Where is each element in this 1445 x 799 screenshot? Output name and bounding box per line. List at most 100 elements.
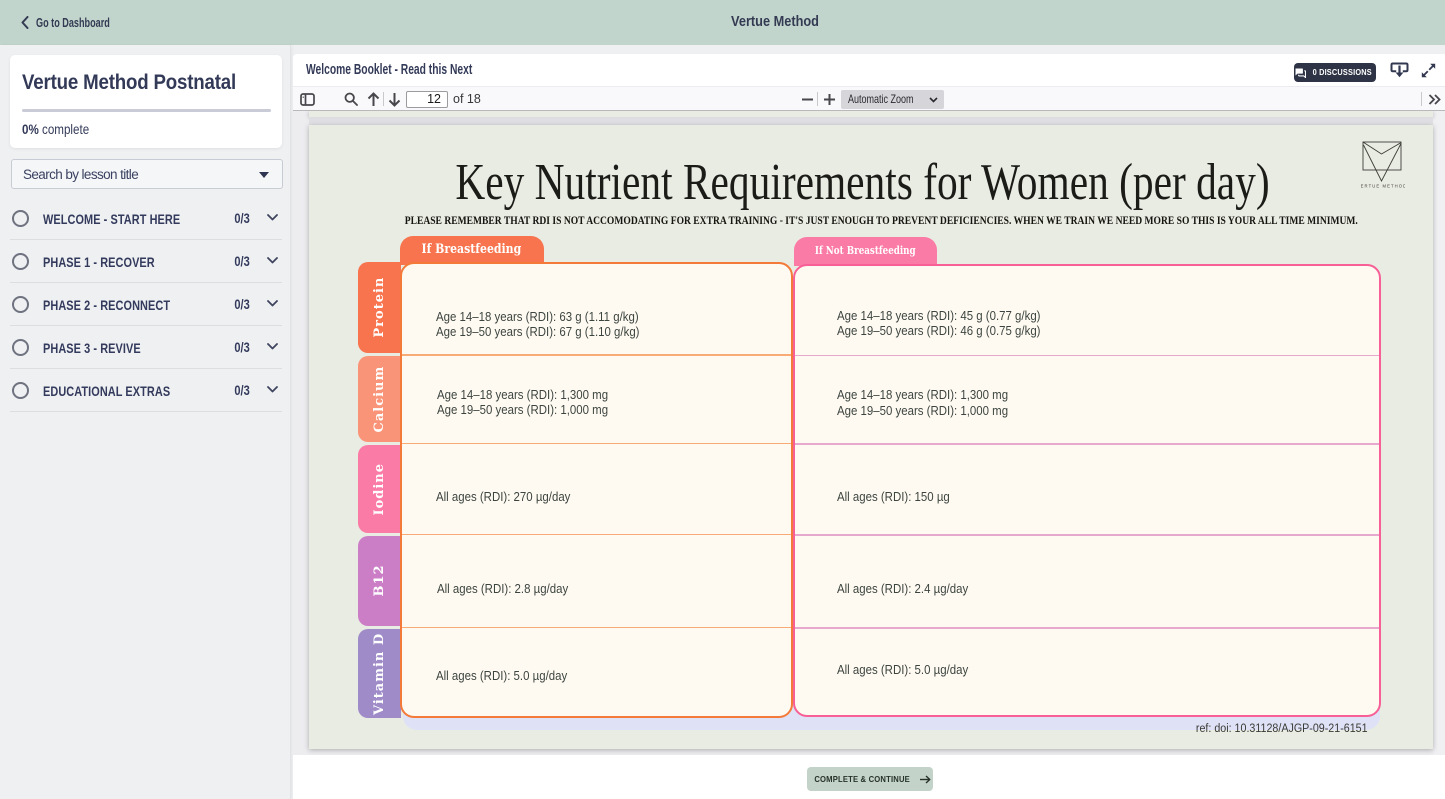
section-progress-circle <box>12 210 29 227</box>
pdf-sidebar-toggle-button[interactable] <box>299 87 315 111</box>
row-separator <box>795 627 1379 629</box>
lesson-title: Welcome Booklet - Read this Next <box>306 62 473 78</box>
section-progress-circle <box>12 296 29 313</box>
download-icon <box>1390 62 1408 77</box>
progress-bar <box>22 109 271 112</box>
zoom-select-value: Automatic Zoom <box>848 92 914 106</box>
section-count: 0/3 <box>234 211 250 226</box>
forum-icon <box>1295 68 1307 78</box>
sidebar-section-educational-extras[interactable]: EDUCATIONAL EXTRAS 0/3 <box>0 369 291 412</box>
row-separator <box>795 443 1379 445</box>
cell-vitamin-d-breastfeeding: All ages (RDI): 5.0 µg/day <box>436 667 568 683</box>
toolbar-divider <box>1421 92 1422 106</box>
sidebar-section-phase-3-revive[interactable]: PHASE 3 - REVIVE 0/3 <box>0 326 291 369</box>
arrow-up-icon <box>367 91 379 106</box>
section-count: 0/3 <box>234 254 250 269</box>
pdf-scrollbar[interactable] <box>1433 111 1445 755</box>
zoom-out-button[interactable] <box>799 87 815 111</box>
progress-text: 0% complete <box>22 121 90 137</box>
lesson-search-box[interactable] <box>11 159 283 189</box>
pdf-tools-button[interactable] <box>1426 87 1442 111</box>
row-separator <box>795 354 1379 356</box>
section-count: 0/3 <box>234 383 250 398</box>
cell-iodine-not-breastfeeding: All ages (RDI): 150 µg <box>837 489 950 504</box>
discussions-button[interactable]: 0 DISCUSSIONS <box>1293 63 1376 82</box>
vertue-method-logo: VERTUE METHOD <box>1361 141 1405 188</box>
zoom-in-button[interactable] <box>821 87 837 111</box>
back-chevron-icon <box>21 16 29 29</box>
cell-b12-breastfeeding: All ages (RDI): 2.8 µg/day <box>436 580 568 596</box>
lesson-header: Welcome Booklet - Read this Next 0 DISCU… <box>293 54 1445 87</box>
go-to-dashboard-link[interactable]: Go to Dashboard <box>21 0 141 45</box>
pdf-page: Key Nutrient Requirements for Women (per… <box>308 124 1433 749</box>
breastfeeding-column: Age 14–18 years (RDI): 63 g (1.11 g/kg)A… <box>400 262 793 718</box>
arrow-down-icon <box>388 92 400 107</box>
cell-iodine-breastfeeding: All ages (RDI): 270 µg/day <box>436 488 571 504</box>
section-progress-circle <box>12 339 29 356</box>
pdf-previous-page-edge <box>308 111 1433 117</box>
row-tab-iodine: Iodine <box>357 445 401 533</box>
sidebar-toggle-icon <box>299 92 315 106</box>
not-breastfeeding-column: Age 14–18 years (RDI): 45 g (0.77 g/kg)A… <box>793 264 1381 717</box>
section-label: PHASE 3 - REVIVE <box>43 340 141 356</box>
chevron-down-icon <box>267 343 278 350</box>
cell-vitamin-d-not-breastfeeding: All ages (RDI): 5.0 µg/day <box>837 662 969 677</box>
pdf-viewer[interactable]: Key Nutrient Requirements for Women (per… <box>293 111 1445 755</box>
expand-button[interactable] <box>1415 57 1441 83</box>
section-progress-circle <box>12 382 29 399</box>
bottom-bar: COMPLETE & CONTINUE <box>293 755 1445 799</box>
sidebar-section-welcome-start-here[interactable]: WELCOME - START HERE 0/3 <box>0 197 291 240</box>
document-title: Key Nutrient Requirements for Women (per… <box>455 153 1270 211</box>
lesson-sections-list: WELCOME - START HERE 0/3 PHASE 1 - RECOV… <box>0 197 291 412</box>
double-chevron-right-icon <box>1428 93 1441 105</box>
cell-b12-not-breastfeeding: All ages (RDI): 2.4 µg/day <box>837 581 969 596</box>
section-label: PHASE 2 - RECONNECT <box>43 297 171 313</box>
pdf-next-page-button[interactable] <box>386 87 402 111</box>
chevron-down-icon <box>267 214 278 221</box>
expand-icon <box>1421 63 1435 77</box>
chevron-down-icon <box>267 300 278 307</box>
main-content: Welcome Booklet - Read this Next 0 DISCU… <box>293 45 1445 799</box>
cell-protein-breastfeeding: Age 14–18 years (RDI): 63 g (1.11 g/kg)A… <box>435 308 639 340</box>
cell-protein-not-breastfeeding: Age 14–18 years (RDI): 45 g (0.77 g/kg)A… <box>837 307 1041 339</box>
search-icon <box>344 92 358 106</box>
svg-text:VERTUE METHOD: VERTUE METHOD <box>1361 183 1405 188</box>
sidebar-section-phase-2-reconnect[interactable]: PHASE 2 - RECONNECT 0/3 <box>0 283 291 326</box>
row-tab-calcium: Calcium <box>357 356 401 442</box>
download-button[interactable] <box>1386 57 1412 83</box>
lesson-search-input[interactable] <box>23 161 253 187</box>
pdf-previous-page-button[interactable] <box>365 87 381 111</box>
course-title: Vertue Method Postnatal <box>22 71 237 94</box>
column-header-if-breastfeeding: If Breastfeeding <box>399 235 544 265</box>
toolbar-divider <box>383 92 384 106</box>
complete-continue-label: COMPLETE & CONTINUE <box>814 774 910 784</box>
page-gap <box>308 116 1433 125</box>
document-subtitle: PLEASE REMEMBER THAT RDI IS NOT ACCOMODA… <box>404 212 1359 227</box>
zoom-select[interactable]: Automatic Zoom <box>841 89 944 109</box>
go-to-dashboard-label: Go to Dashboard <box>36 15 110 30</box>
section-label: WELCOME - START HERE <box>43 211 181 227</box>
page-number-input[interactable] <box>406 90 448 108</box>
chevron-down-icon <box>929 96 938 103</box>
search-dropdown-caret-icon[interactable] <box>259 172 269 178</box>
row-tab-vitamin-d: Vitamin D <box>357 629 401 718</box>
document-reference: ref: doi: 10.31128/AJGP-09-21-6151 <box>1196 722 1368 735</box>
chevron-down-icon <box>267 257 278 264</box>
row-separator <box>402 354 791 356</box>
plus-icon <box>823 93 835 105</box>
section-progress-circle <box>12 253 29 270</box>
complete-continue-button[interactable]: COMPLETE & CONTINUE <box>807 767 933 791</box>
column-header-if-not-breastfeeding: If Not Breastfeeding <box>793 236 937 266</box>
row-separator <box>402 533 791 536</box>
minus-icon <box>801 98 813 100</box>
sidebar-section-phase-1-recover[interactable]: PHASE 1 - RECOVER 0/3 <box>0 240 291 283</box>
toolbar-divider <box>817 92 818 106</box>
section-label: PHASE 1 - RECOVER <box>43 254 155 270</box>
arrow-right-icon <box>920 774 931 784</box>
section-count: 0/3 <box>234 340 250 355</box>
row-separator <box>402 442 791 445</box>
pdf-search-button[interactable] <box>343 87 359 111</box>
page-count-label: of 18 <box>453 92 481 106</box>
